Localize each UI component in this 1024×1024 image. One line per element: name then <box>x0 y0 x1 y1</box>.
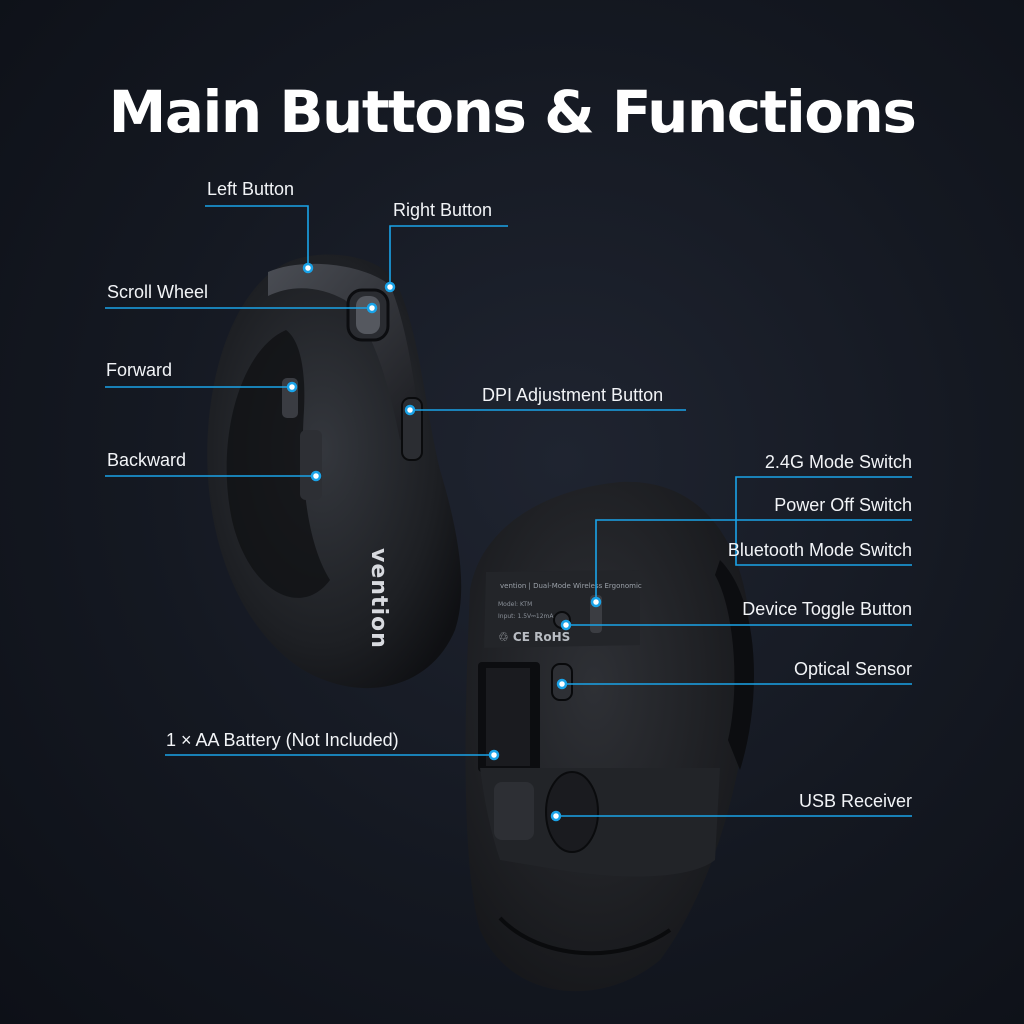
svg-text:Model: KTM: Model: KTM <box>498 601 532 608</box>
page-title: Main Buttons & Functions <box>108 78 917 146</box>
svg-text:vention | Dual-Mode Wireless E: vention | Dual-Mode Wireless Ergonomic <box>500 582 642 590</box>
label-backward: Backward <box>107 450 187 470</box>
label-bluetooth-mode: Bluetooth Mode Switch <box>727 540 912 560</box>
label-left-button: Left Button <box>207 179 295 199</box>
label-right-button: Right Button <box>393 200 493 220</box>
label-power-off: Power Off Switch <box>774 495 912 515</box>
label-device-toggle: Device Toggle Button <box>742 599 912 619</box>
brand-logo: vention <box>366 548 391 649</box>
label-forward: Forward <box>106 360 173 380</box>
label-scroll-wheel: Scroll Wheel <box>107 282 209 302</box>
top-view-mouse: vention <box>207 254 462 689</box>
svg-text:Input: 1.5V⎓12mA Max: Input: 1.5V⎓12mA Max <box>498 613 568 620</box>
label-dpi-button: DPI Adjustment Button <box>482 385 664 405</box>
label-battery: 1 × AA Battery (Not Included) <box>166 730 399 750</box>
svg-text:♲ CE RoHS: ♲ CE RoHS <box>498 630 570 644</box>
label-usb-receiver: USB Receiver <box>798 791 912 811</box>
bottom-view-mouse: vention | Dual-Mode Wireless Ergonomic M… <box>465 481 754 992</box>
label-optical-sensor: Optical Sensor <box>793 659 912 679</box>
label-mode-24g: 2.4G Mode Switch <box>764 452 912 472</box>
